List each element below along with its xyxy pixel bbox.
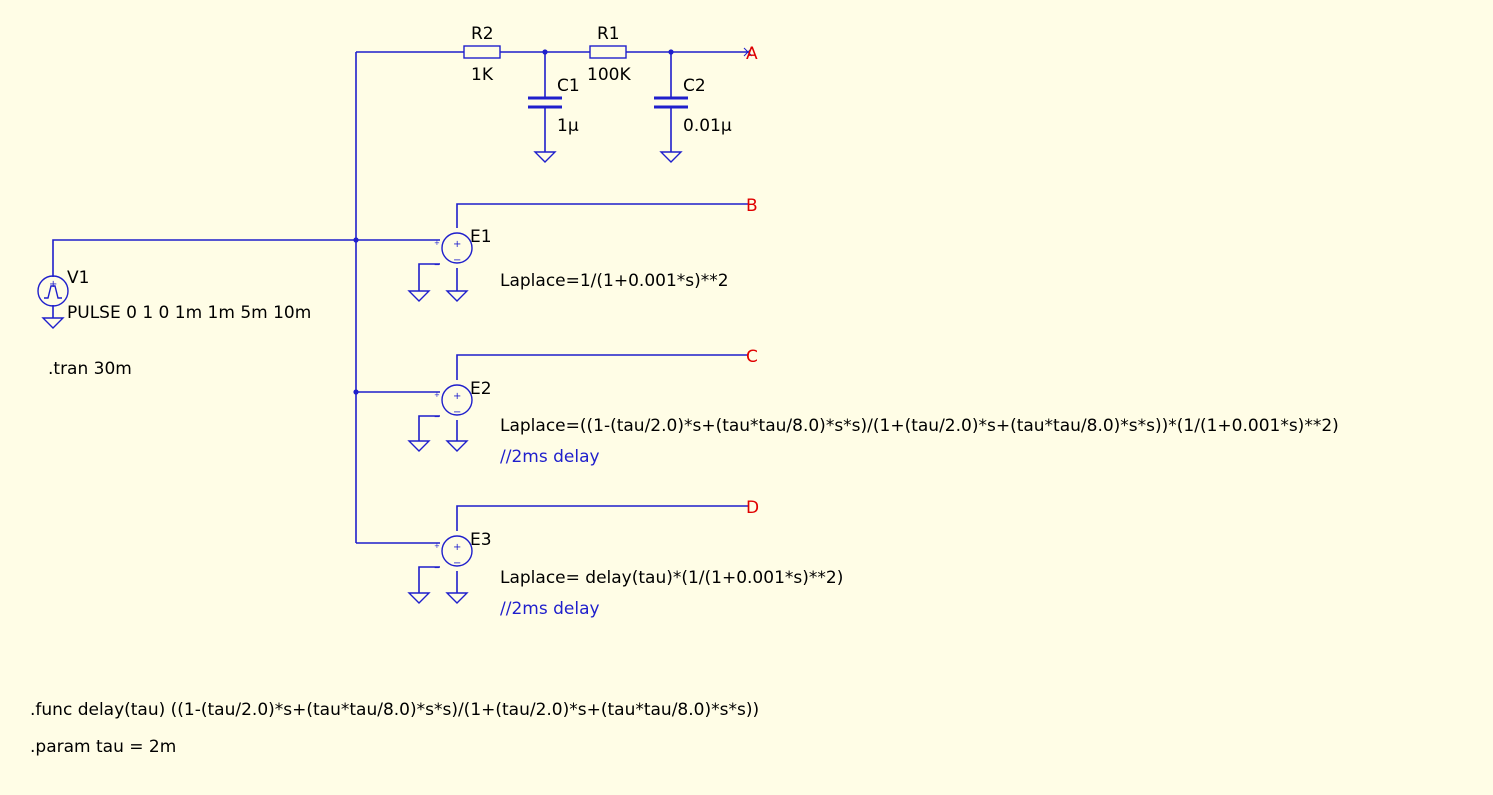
junction-dot [542,49,548,55]
wire-e1-out[interactable] [456,203,748,228]
e3-input-plus: + [434,542,440,550]
v1-name: V1 [67,268,89,288]
wires [52,51,748,593]
c1-name: C1 [557,76,580,96]
e1-input-plus: + [434,239,440,247]
laplace-source-e2[interactable]: + − + − [434,384,473,421]
e3-comment: //2ms delay [500,599,600,619]
net-label-d[interactable]: D [746,498,759,518]
e1-name: E1 [470,227,492,247]
wire-e3-out[interactable] [456,505,748,531]
net-label-c[interactable]: C [746,347,758,367]
e2-input-minus: − [434,413,440,421]
e2-comment: //2ms delay [500,447,600,467]
capacitor-c1[interactable] [528,96,562,109]
e2-input-plus: + [434,391,440,399]
r1-value: 100K [587,65,631,85]
pulse-icon [44,285,62,299]
c2-name: C2 [683,76,706,96]
wire-e2-out[interactable] [456,354,748,380]
voltage-source-v1-body[interactable] [37,275,69,307]
capacitor-c2[interactable] [654,96,688,109]
r2-value: 1K [471,65,494,85]
e1-value: Laplace=1/(1+0.001*s)**2 [500,271,729,291]
ground-icon [407,440,431,452]
r2-name: R2 [471,24,494,44]
e1-plus-sign: + [453,239,461,250]
e2-minus-sign: − [453,407,461,418]
wire-v1-bus[interactable] [52,239,440,277]
ground-icon [41,317,65,329]
v1-plus-sign: + [49,279,57,290]
voltage-source-v1[interactable]: + [37,275,69,307]
laplace-source-e3-body[interactable] [441,535,473,567]
ground-symbols [41,151,683,604]
ground-icon [407,290,431,302]
resistor-r1-body[interactable] [589,45,627,59]
ground-icon [445,440,469,452]
net-label-a[interactable]: A [746,44,758,64]
e1-minus-sign: − [453,255,461,266]
wire-e1-gnd[interactable] [418,263,458,291]
e3-minus-sign: − [453,558,461,569]
resistor-r2-body[interactable] [463,45,501,59]
e2-name: E2 [470,379,492,399]
c2-value: 0.01µ [683,116,732,136]
e2-value: Laplace=((1-(tau/2.0)*s+(tau*tau/8.0)*s*… [500,416,1339,436]
net-flag-a[interactable] [743,47,753,57]
e2-plus-sign: + [453,391,461,402]
e1-input-minus: − [434,261,440,269]
laplace-source-e3[interactable]: + − + − [434,535,473,572]
junction-dot [353,389,359,395]
laplace-source-e2-body[interactable] [441,384,473,416]
wire-e2-gnd[interactable] [418,415,458,441]
net-label-b[interactable]: B [746,196,758,216]
c1-value: 1µ [557,116,579,136]
directive-tran[interactable]: .tran 30m [48,359,132,379]
e3-name: E3 [470,530,492,550]
ground-icon [445,592,469,604]
resistor-r1[interactable] [589,45,627,59]
e3-plus-sign: + [453,542,461,553]
junction-dot [353,237,359,243]
ground-icon [533,151,557,163]
directive-func[interactable]: .func delay(tau) ((1-(tau/2.0)*s+(tau*ta… [30,700,759,720]
v1-value: PULSE 0 1 0 1m 1m 5m 10m [67,303,311,323]
e3-value: Laplace= delay(tau)*(1/(1+0.001*s)**2) [500,568,843,588]
resistor-r2[interactable] [463,45,501,59]
laplace-source-e1[interactable]: + − + − [434,232,473,269]
directive-param[interactable]: .param tau = 2m [30,737,176,757]
junctions [353,49,674,395]
wire-e3-gnd[interactable] [418,566,458,593]
ground-icon [445,290,469,302]
laplace-source-e1-body[interactable] [441,232,473,264]
junction-dot [668,49,674,55]
ground-icon [407,592,431,604]
e3-input-minus: − [434,564,440,572]
net-markers [743,47,753,57]
r1-name: R1 [597,24,620,44]
ground-icon [659,151,683,163]
